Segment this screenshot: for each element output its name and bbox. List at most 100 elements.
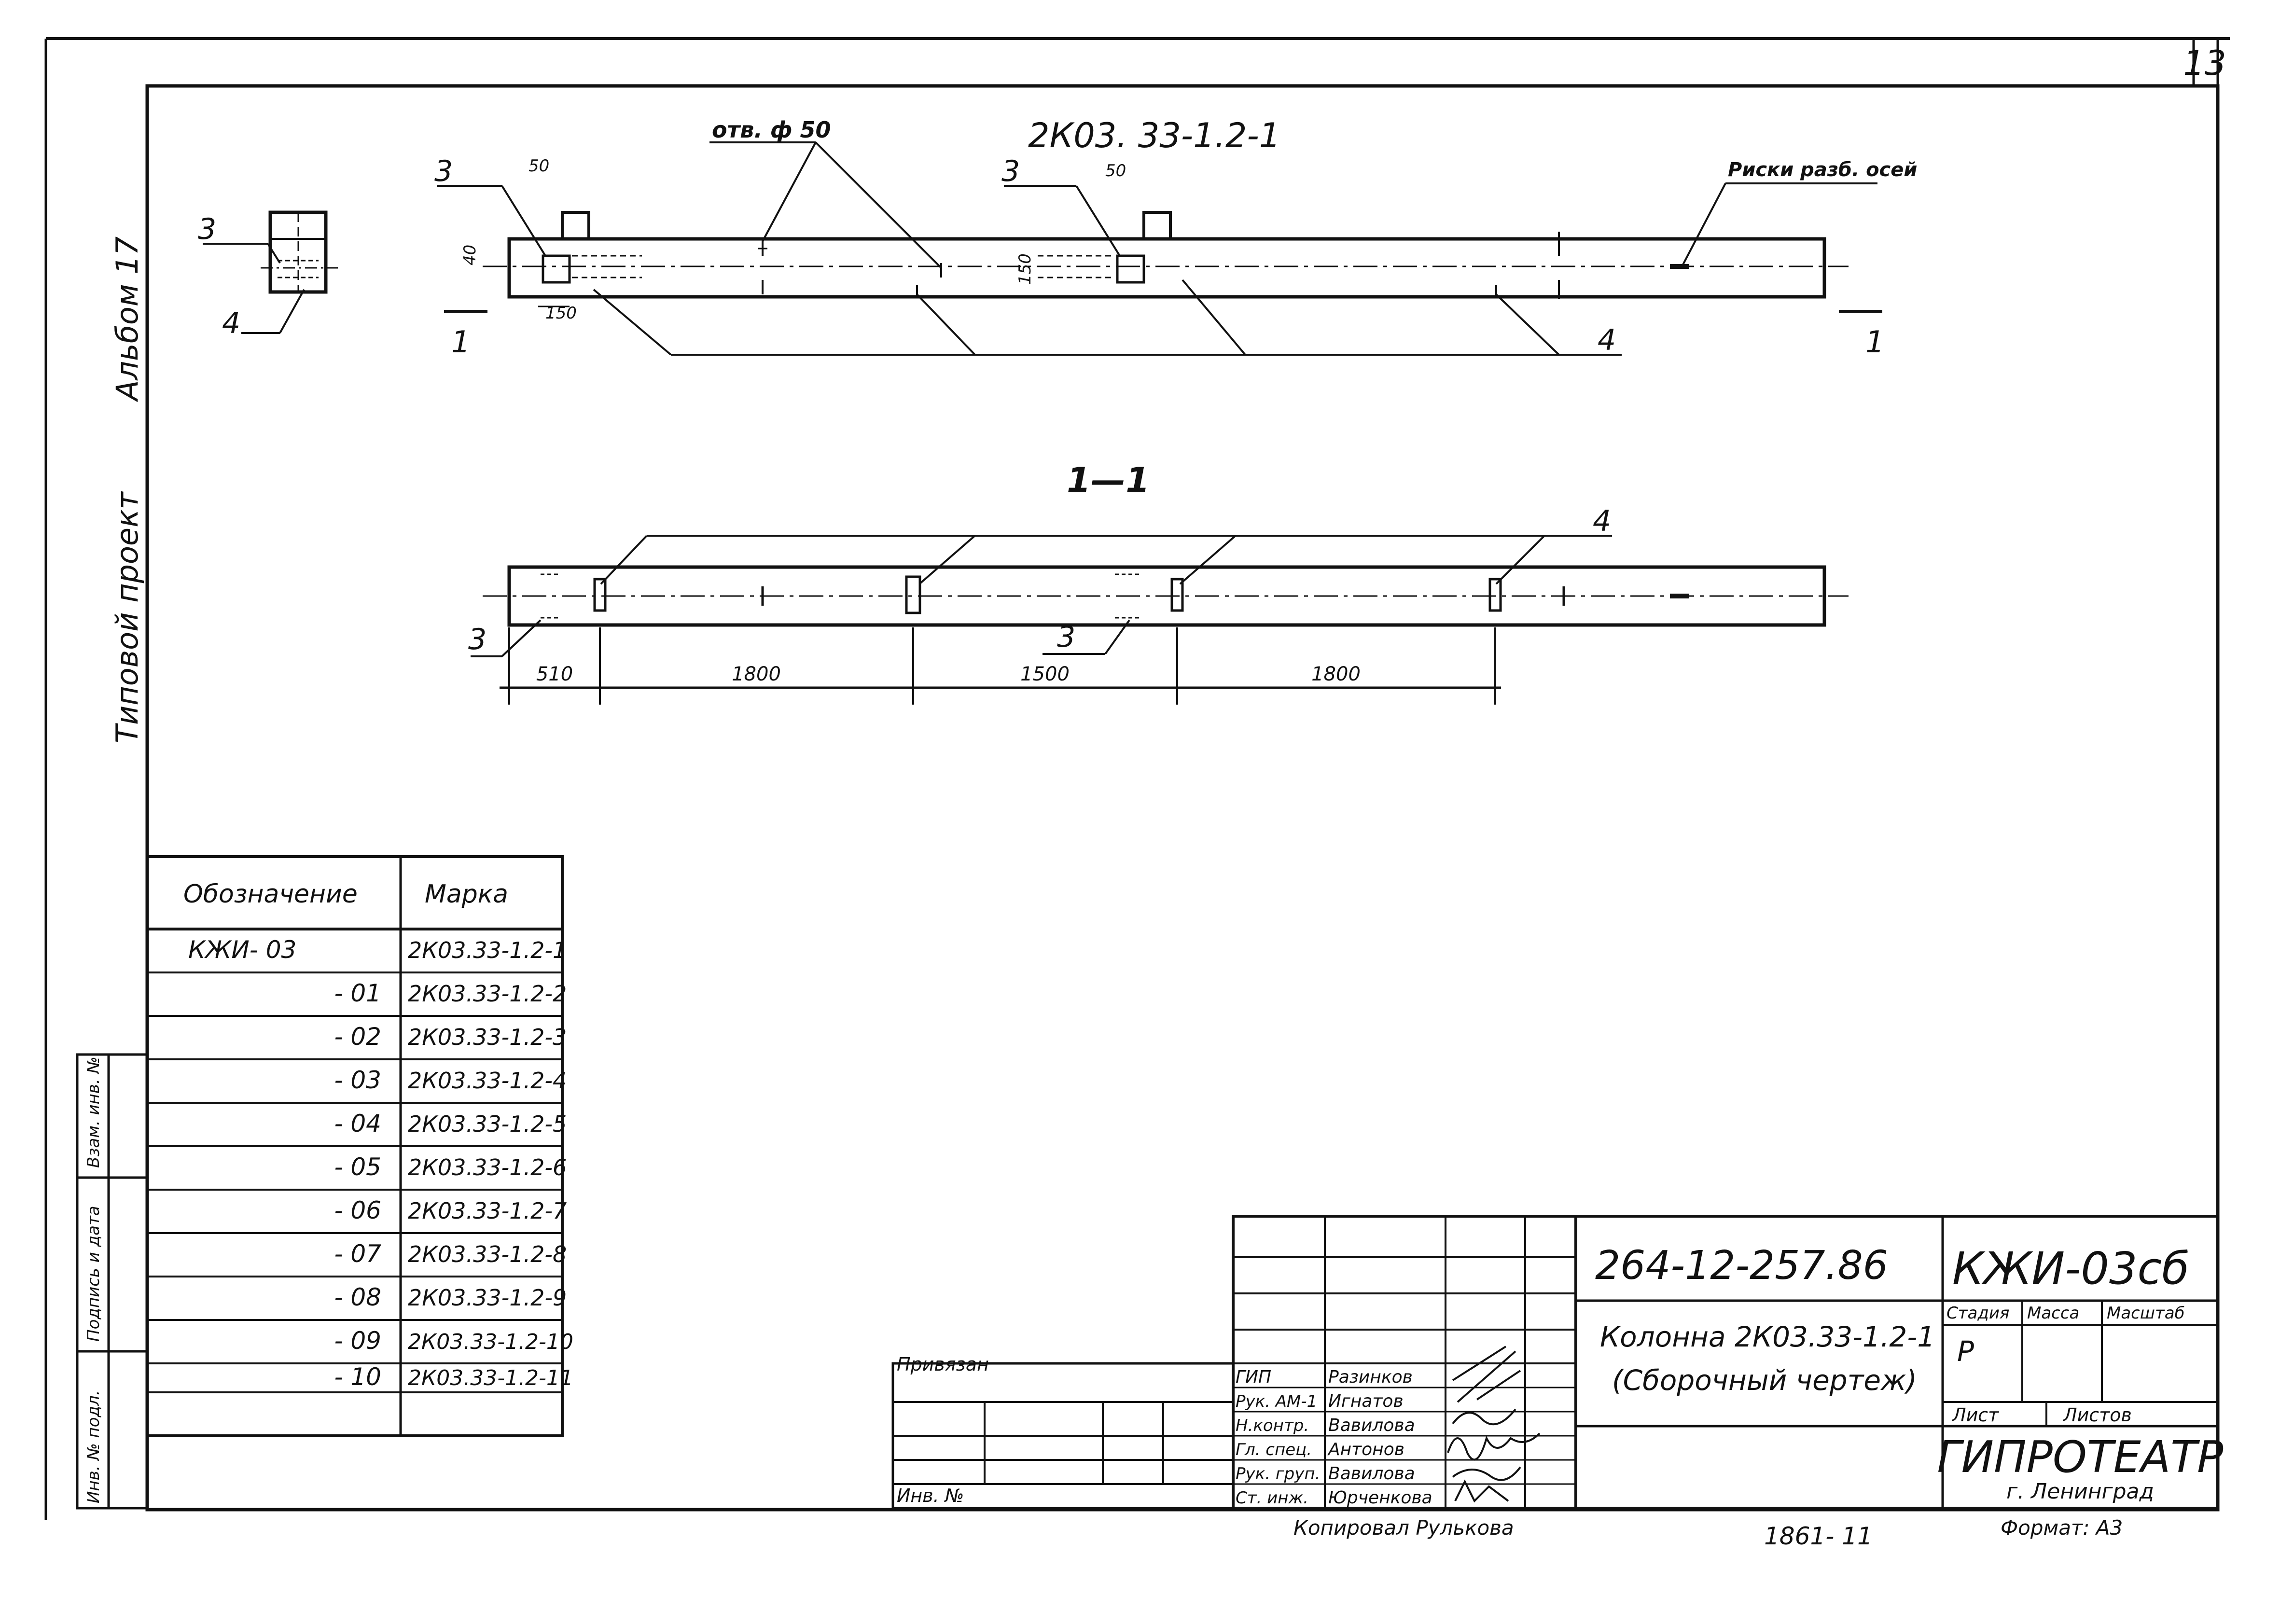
table-header-designation: Обозначение <box>183 880 358 909</box>
mass-header: Масса <box>2027 1304 2079 1323</box>
end-view-callout-4: 4 <box>222 306 240 340</box>
section-callout-4: 4 <box>1593 504 1611 538</box>
section-title: 1—1 <box>1067 460 1150 500</box>
staff-name: Юрченкова <box>1328 1488 1432 1508</box>
table-row: - 08 2К03.33-1.2-9 <box>334 1283 567 1311</box>
table-cell-mark: 2К03.33-1.2-3 <box>408 1024 567 1050</box>
stage-value: Р <box>1957 1335 1974 1368</box>
doc-mark: КЖИ-03сб <box>1952 1243 2189 1294</box>
staff-name: Разинков <box>1328 1367 1413 1387</box>
staff-row: Гл. спец. Антонов <box>1236 1440 1404 1459</box>
table-cell-mark: 2К03.33-1.2-6 <box>408 1154 567 1180</box>
org-city: г. Ленинград <box>2006 1479 2154 1504</box>
table-cell-mark: 2К03.33-1.2-5 <box>408 1111 567 1137</box>
inv-label: Инв. № <box>897 1485 964 1506</box>
table-cell-mark: 2К03.33-1.2-8 <box>408 1241 567 1267</box>
staff-name: Антонов <box>1327 1440 1404 1459</box>
column-plan-view <box>483 211 1849 299</box>
table-cell-designation: - 06 <box>334 1196 381 1224</box>
holes-label: отв. ф 50 <box>712 117 831 143</box>
plan-callout-3-right: 3 <box>1001 154 1020 188</box>
staff-name: Игнатов <box>1328 1391 1404 1411</box>
table-cell-designation: - 10 <box>334 1363 381 1391</box>
replace-inv-label: Взам. инв. № <box>84 1056 103 1168</box>
staff-row: ГИП Разинков <box>1236 1367 1413 1387</box>
sign-date-label: Подпись и дата <box>84 1206 103 1342</box>
table-cell-designation: - 05 <box>334 1153 381 1181</box>
table-cell-designation: - 04 <box>334 1110 381 1138</box>
plan-title: 2К03. 33-1.2-1 <box>1028 116 1280 155</box>
table-row: - 10 2К03.33-1.2-11 <box>334 1363 573 1391</box>
staff-role: ГИП <box>1236 1367 1271 1387</box>
section-mark-left: 1 <box>451 324 470 360</box>
scale-header: Масштаб <box>2107 1304 2185 1323</box>
table-cell-mark: 2К03.33-1.2-1 <box>408 937 567 963</box>
table-row: - 02 2К03.33-1.2-3 <box>334 1023 567 1051</box>
axis-marks-label: Риски разб. осей <box>1728 159 1917 181</box>
section-callout-3-left: 3 <box>468 623 487 656</box>
staff-role: Ст. инж. <box>1236 1488 1308 1508</box>
copied-by: Копировал Рулькова <box>1293 1516 1514 1540</box>
staff-role: Н.контр. <box>1236 1416 1309 1435</box>
table-cell-designation: - 07 <box>334 1240 381 1268</box>
dimension-chain <box>500 627 1501 705</box>
dim-span-4: 1800 <box>1311 663 1361 685</box>
staff-row: Рук. АМ-1 Игнатов <box>1236 1391 1404 1411</box>
column-section-view <box>483 565 1849 627</box>
title-line-2: (Сборочный чертеж) <box>1612 1364 1917 1397</box>
format-label: Формат: А3 <box>2001 1516 2123 1540</box>
title-line-1: Колонна 2К03.33-1.2-1 <box>1600 1320 1935 1353</box>
table-row: КЖИ- 03 2К03.33-1.2-1 <box>188 936 567 964</box>
dim-span-3: 1500 <box>1020 663 1070 685</box>
staff-row: Н.контр. Вавилова <box>1236 1416 1415 1435</box>
table-row: - 03 2К03.33-1.2-4 <box>334 1066 567 1094</box>
table-cell-mark: 2К03.33-1.2-11 <box>408 1366 573 1390</box>
linked-label: Привязан <box>897 1354 989 1375</box>
dim-span-1: 510 <box>536 663 573 685</box>
doc-code: 264-12-257.86 <box>1595 1243 1888 1289</box>
table-row: - 09 2К03.33-1.2-10 <box>334 1327 573 1355</box>
page-number: 13 <box>2183 43 2226 83</box>
staff-role: Рук. АМ-1 <box>1236 1392 1317 1411</box>
sheets-label: Листов <box>2062 1404 2132 1426</box>
typical-project-label: Типовой проект <box>110 491 145 743</box>
table-row: - 01 2К03.33-1.2-2 <box>334 979 567 1007</box>
staff-role: Рук. груп. <box>1236 1464 1320 1484</box>
sheet-label: Лист <box>1951 1404 2000 1426</box>
dim-span-2: 1800 <box>732 663 781 685</box>
album-label: Альбом 17 <box>110 236 145 403</box>
table-cell-designation: - 02 <box>334 1023 381 1051</box>
table-cell-mark: 2К03.33-1.2-10 <box>408 1330 573 1354</box>
staff-name: Вавилова <box>1328 1416 1415 1435</box>
table-row: - 07 2К03.33-1.2-8 <box>334 1240 567 1268</box>
marks-table <box>146 855 564 1437</box>
plan-callout-4: 4 <box>1598 323 1616 357</box>
table-header-mark: Марка <box>425 880 508 909</box>
title-block <box>891 1215 2219 1510</box>
staff-row: Рук. груп. Вавилова <box>1236 1464 1415 1484</box>
staff-role: Гл. спец. <box>1236 1440 1312 1459</box>
dim-150-right: 150 <box>1015 253 1035 285</box>
table-cell-mark: 2К03.33-1.2-9 <box>408 1285 567 1311</box>
dim-50-left: 50 <box>528 156 549 176</box>
table-row: - 06 2К03.33-1.2-7 <box>334 1196 567 1224</box>
plan-callout-3-left: 3 <box>434 154 453 188</box>
table-cell-mark: 2К03.33-1.2-7 <box>408 1198 567 1224</box>
section-mark-right: 1 <box>1865 324 1884 360</box>
table-cell-mark: 2К03.33-1.2-4 <box>408 1068 567 1094</box>
table-cell-designation: - 09 <box>334 1327 381 1355</box>
table-cell-mark: 2К03.33-1.2-2 <box>408 981 567 1007</box>
dim-50-right: 50 <box>1105 161 1126 180</box>
staff-row: Ст. инж. Юрченкова <box>1236 1488 1432 1508</box>
end-view-callout-3: 3 <box>198 212 216 246</box>
table-cell-designation: - 03 <box>334 1066 381 1094</box>
inv-orig-label: Инв. № подл. <box>84 1390 103 1503</box>
section-callout-3-right: 3 <box>1057 620 1075 654</box>
bottom-number: 1861- 11 <box>1764 1522 1873 1550</box>
dim-40-left: 40 <box>460 245 480 265</box>
table-cell-designation: КЖИ- 03 <box>188 936 296 964</box>
table-cell-designation: - 08 <box>334 1283 381 1311</box>
org-name: ГИПРОТЕАТР <box>1937 1432 2224 1483</box>
table-cell-designation: - 01 <box>334 979 381 1007</box>
